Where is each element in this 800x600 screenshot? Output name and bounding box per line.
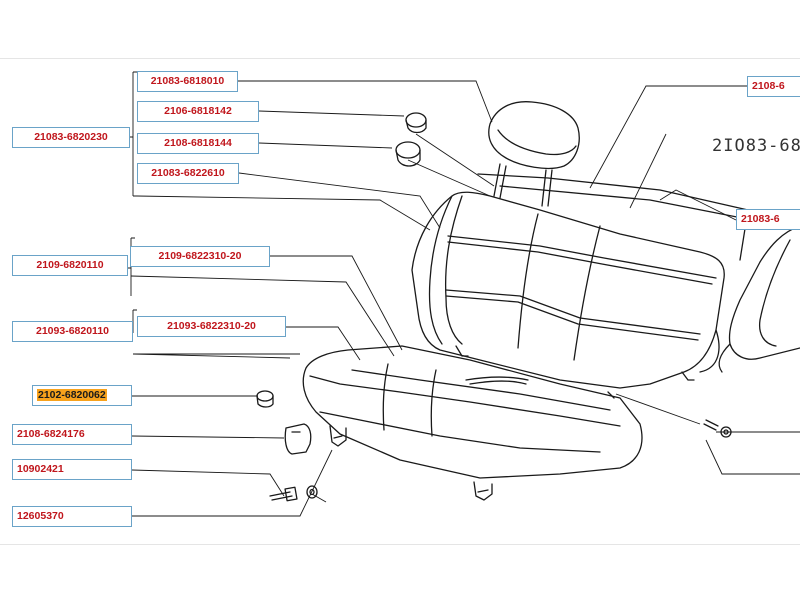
plug-part	[256, 390, 274, 408]
cushion-hinge-left	[329, 425, 347, 447]
seat-cushion	[302, 345, 643, 479]
part-label-2109-6820110[interactable]: 2109-6820110	[12, 255, 128, 276]
bushing-lower	[395, 141, 421, 167]
part-label-2109-6822310-20[interactable]: 2109-6822310-20	[130, 246, 270, 267]
bottom-divider	[0, 544, 800, 545]
cushion-hinge-bottom	[473, 481, 493, 501]
right-side-seat-fragment	[718, 225, 800, 373]
part-label-21083-6820230[interactable]: 21083-6820230	[12, 127, 130, 148]
bushing-top	[405, 112, 427, 134]
bolt-part	[269, 486, 298, 502]
part-label-21083-6818010[interactable]: 21083-6818010	[137, 71, 238, 92]
part-label-2108-6818144[interactable]: 2108-6818144	[137, 133, 259, 154]
part-label-2106-6818142[interactable]: 2106-6818142	[137, 101, 259, 122]
part-label-21093-6820110[interactable]: 21093-6820110	[12, 321, 133, 342]
part-label-12605370[interactable]: 12605370	[12, 506, 132, 527]
part-label-2108-6824176[interactable]: 2108-6824176	[12, 424, 132, 445]
part-label-21083-6822610[interactable]: 21083-6822610	[137, 163, 239, 184]
headrest	[488, 101, 580, 207]
part-label-21083-6-cropped[interactable]: 21083-6	[736, 209, 800, 230]
top-divider	[0, 58, 800, 59]
part-label-10902421[interactable]: 10902421	[12, 459, 132, 480]
drawing-stamp: 2IO83-68	[712, 136, 800, 156]
right-fastener	[703, 419, 732, 438]
part-label-2108-6-cropped[interactable]: 2108-6	[747, 76, 800, 97]
seat-backrest	[411, 191, 725, 389]
part-label-21093-6822310-20[interactable]: 21093-6822310-20	[137, 316, 286, 337]
backrest-rear-panel	[477, 173, 749, 261]
highlighted-part-number: 2102-6820062	[37, 389, 107, 401]
bracket-part	[284, 423, 312, 455]
part-label-2102-6820062[interactable]: 2102-6820062	[32, 385, 132, 406]
